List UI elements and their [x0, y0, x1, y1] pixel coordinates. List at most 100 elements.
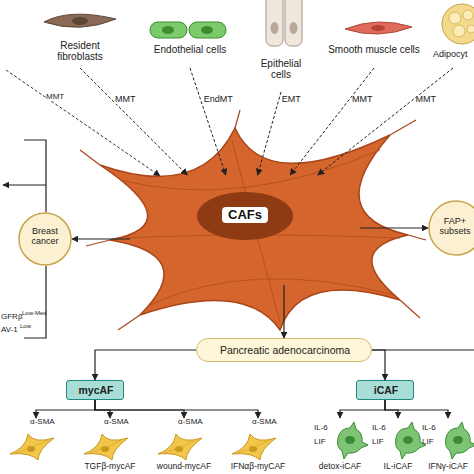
adipocyte-cell	[442, 4, 474, 44]
node-text: Epithelial cells	[250, 58, 312, 80]
node-text: mycAF	[67, 385, 125, 397]
subset-circle: FAP+ subsets	[428, 200, 474, 256]
node-text: IL-iCAF	[368, 462, 428, 471]
arrow	[340, 400, 385, 418]
branch-line	[372, 349, 474, 350]
cell-nucleus	[290, 22, 298, 34]
marker-label: Low-Med	[22, 310, 47, 316]
caf-type-box: iCAF	[356, 380, 414, 400]
arrow	[95, 400, 184, 418]
icaf-cell	[396, 422, 427, 459]
mycaf-subtype: α-SMAIFNαβ-myCAF	[222, 418, 294, 474]
lipid-droplet	[463, 10, 473, 20]
node-text: IL-6	[314, 424, 338, 433]
caf-protrusion	[118, 315, 140, 330]
arrow	[95, 400, 110, 418]
endothelial-cell	[189, 22, 226, 38]
transition-arrow	[6, 70, 160, 176]
caf-cell-body	[100, 128, 408, 330]
caf-filament	[150, 279, 395, 305]
transition-arrow	[318, 68, 453, 175]
edge-label: EMT	[282, 95, 301, 104]
transition-arrow	[190, 68, 226, 175]
node-text: Adipocyt	[433, 50, 474, 60]
icaf-subtype: IL-6LIFdetox-iCAF	[314, 418, 366, 474]
arrow	[385, 400, 398, 418]
node-text: α-SMA	[252, 418, 292, 427]
lipid-droplet	[449, 12, 461, 24]
caf-cell: CAFs	[130, 175, 360, 285]
marker-label: AV-1	[1, 326, 18, 334]
node-text: Resident fibroblasts	[38, 40, 122, 62]
node-text: IFNγ-iCAF	[418, 462, 474, 471]
node-text: IL-6	[422, 424, 446, 433]
edge-label: MMT	[416, 95, 437, 104]
caf-protrusion	[86, 240, 110, 246]
mycaf-cell	[10, 434, 54, 460]
transition-arrow	[80, 68, 187, 175]
marker-label: Low	[20, 323, 31, 329]
node-text: Endothelial cells	[148, 44, 232, 55]
node-text: iCAF	[357, 385, 415, 397]
node-text: Pancreatic adenocarcinoma	[197, 345, 373, 357]
cell-origin: Epithelial cells	[250, 2, 312, 92]
lipid-droplet	[467, 25, 474, 33]
node-text: TGFβ-mycAF	[70, 462, 150, 471]
node-text: LIF	[372, 438, 396, 447]
caf-type-box: mycAF	[66, 380, 124, 400]
icaf-cell	[338, 422, 369, 459]
caf-protrusion	[408, 235, 426, 240]
circle-shape	[429, 201, 474, 255]
mycaf-cell	[84, 434, 128, 460]
cell-nucleus	[72, 17, 88, 25]
mycaf-cell	[232, 434, 276, 460]
endothelial-cell	[150, 22, 187, 38]
arrow	[385, 400, 448, 418]
transition-label: MMT	[46, 93, 64, 101]
caf-protrusion	[390, 120, 416, 135]
fibroblast-cell	[44, 14, 116, 27]
icaf-cell	[446, 422, 474, 459]
cell-nucleus	[271, 22, 279, 34]
caf-protrusion	[80, 150, 100, 165]
cancer-circle: Breast cancer	[18, 212, 72, 266]
node-text: LIF	[314, 438, 338, 447]
caf-filament	[120, 150, 380, 190]
arrow	[95, 350, 196, 380]
caf-nucleus	[197, 192, 293, 240]
cell-origin: Smooth muscle cells	[324, 2, 424, 68]
mycaf-subtype: α-SMA	[0, 418, 72, 474]
epithelial-cell	[266, 0, 283, 46]
mycaf-subtype: α-SMATGFβ-mycAF	[74, 418, 146, 474]
edge-label: MMT	[115, 95, 136, 104]
edge-label: EndMT	[204, 95, 233, 104]
caf-protrusion	[235, 110, 240, 128]
cell-origin: Adipocyt	[432, 2, 474, 68]
transition-arrow	[258, 92, 281, 175]
mycaf-cell	[158, 434, 202, 460]
cell-nucleus	[162, 26, 174, 34]
lipid-droplet	[453, 25, 465, 37]
transition-arrow	[290, 68, 374, 175]
node-text: Breast cancer	[20, 227, 70, 247]
edge-label: MMT	[352, 95, 373, 104]
smooth-muscle-cell	[345, 22, 412, 34]
node-text: FAP+ subsets	[432, 217, 474, 237]
cell-nucleus	[201, 26, 213, 34]
node-text: CAFs	[222, 207, 268, 223]
cell-origin: Endothelial cells	[148, 2, 232, 68]
cell-nucleus	[371, 25, 385, 31]
node-text: IL-6	[372, 424, 396, 433]
arrow	[372, 350, 385, 380]
arrow	[95, 400, 258, 418]
cell-origin: Resident fibroblasts	[38, 2, 122, 68]
node-text: detox-iCAF	[310, 462, 370, 471]
node-text: LIF	[422, 438, 446, 447]
arrow	[72, 238, 130, 239]
mycaf-subtype: α-SMAwound-mycAF	[148, 418, 220, 474]
node-text: IFNαβ-myCAF	[218, 462, 298, 471]
node-text: wound-mycAF	[144, 462, 224, 471]
circle-shape	[19, 213, 71, 265]
